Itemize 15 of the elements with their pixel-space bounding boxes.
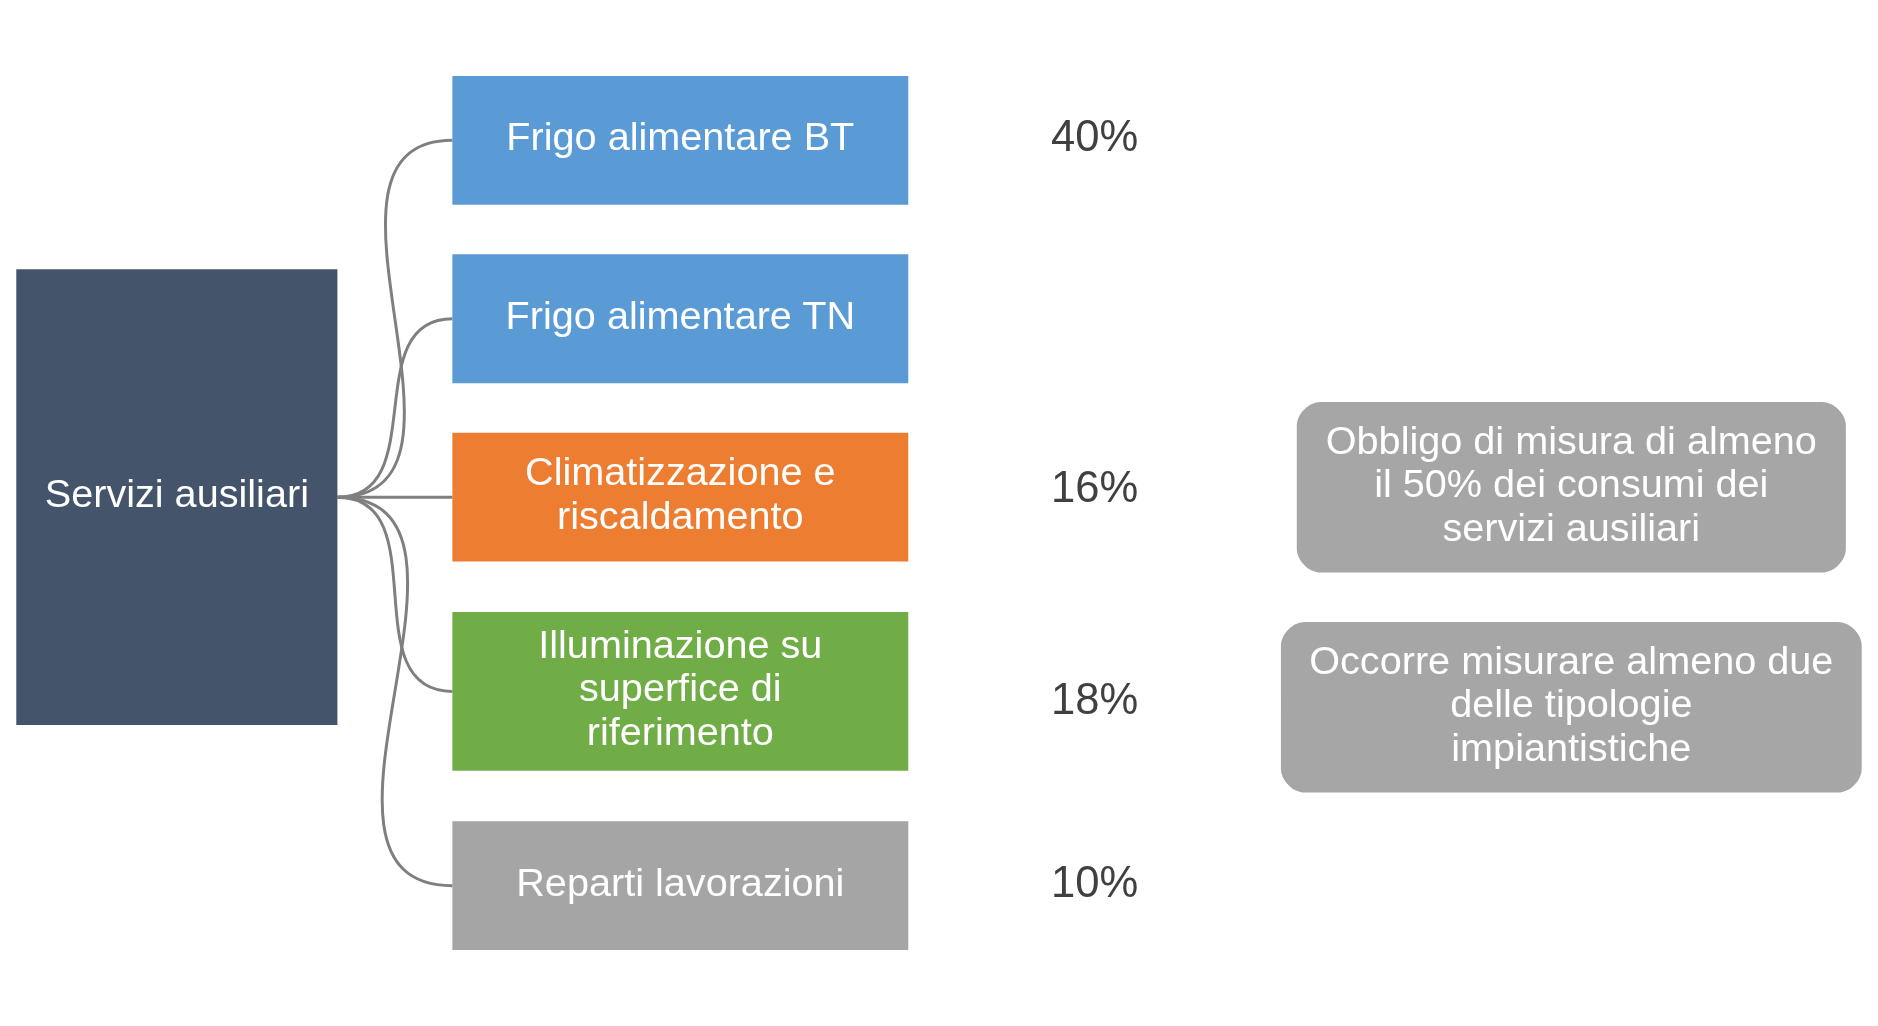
label: 16% bbox=[1050, 463, 1139, 512]
node-box: Illuminazione su superfice di riferimento bbox=[452, 612, 909, 771]
node-box: Obbligo di misura di almeno il 50% dei consumi dei servizi ausiliari bbox=[1296, 402, 1846, 573]
node-box: Frigo alimentare TN bbox=[452, 254, 909, 384]
connector bbox=[337, 317, 453, 499]
node-box: Reparti lavorazioni bbox=[452, 821, 909, 951]
node-box: Servizi ausiliari bbox=[16, 269, 338, 726]
node-box: Frigo alimentare BT bbox=[452, 75, 909, 205]
label: 40% bbox=[1050, 112, 1139, 161]
node-box: Climatizzazione e riscaldamento bbox=[452, 432, 909, 562]
node-box: Occorre misurare almeno due delle tipologie impiantistiche bbox=[1280, 622, 1862, 793]
label: 10% bbox=[1050, 857, 1139, 906]
connector bbox=[337, 495, 453, 888]
connector bbox=[337, 138, 453, 499]
label: 18% bbox=[1050, 675, 1139, 724]
